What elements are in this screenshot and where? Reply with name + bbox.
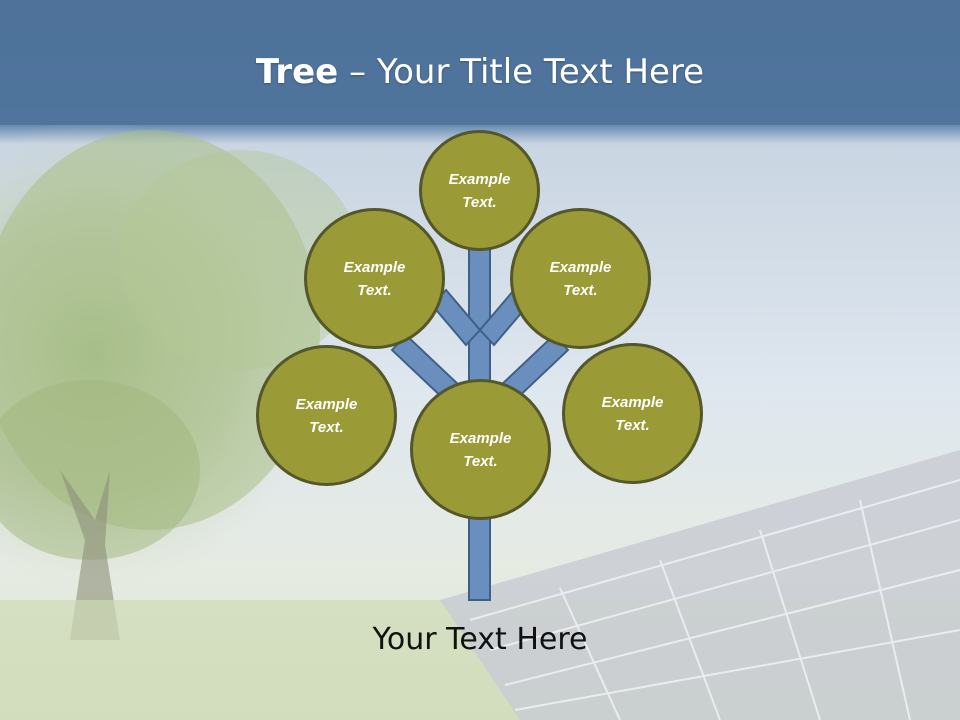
tree-node-upper-left: Example Text. [304,208,445,349]
node-label: Example Text. [343,258,406,299]
tree-node-lower-left: Example Text. [256,345,397,486]
page-title: Tree – Your Title Text Here [0,52,960,92]
tree-node-right: Example Text. [562,343,703,484]
tree-node-upper-right: Example Text. [510,208,651,349]
node-label: Example Text. [549,258,612,299]
title-bold: Tree [255,52,339,92]
node-label: Example Text. [449,429,512,470]
tree-node-top: Example Text. [419,130,540,251]
footer-text: Your Text Here [372,622,588,657]
tree-node-center: Example Text. [410,379,551,520]
node-label: Example Text. [601,393,664,434]
node-label: Example Text. [448,170,511,211]
node-label: Example Text. [295,395,358,436]
title-rest: – Your Title Text Here [338,52,705,92]
